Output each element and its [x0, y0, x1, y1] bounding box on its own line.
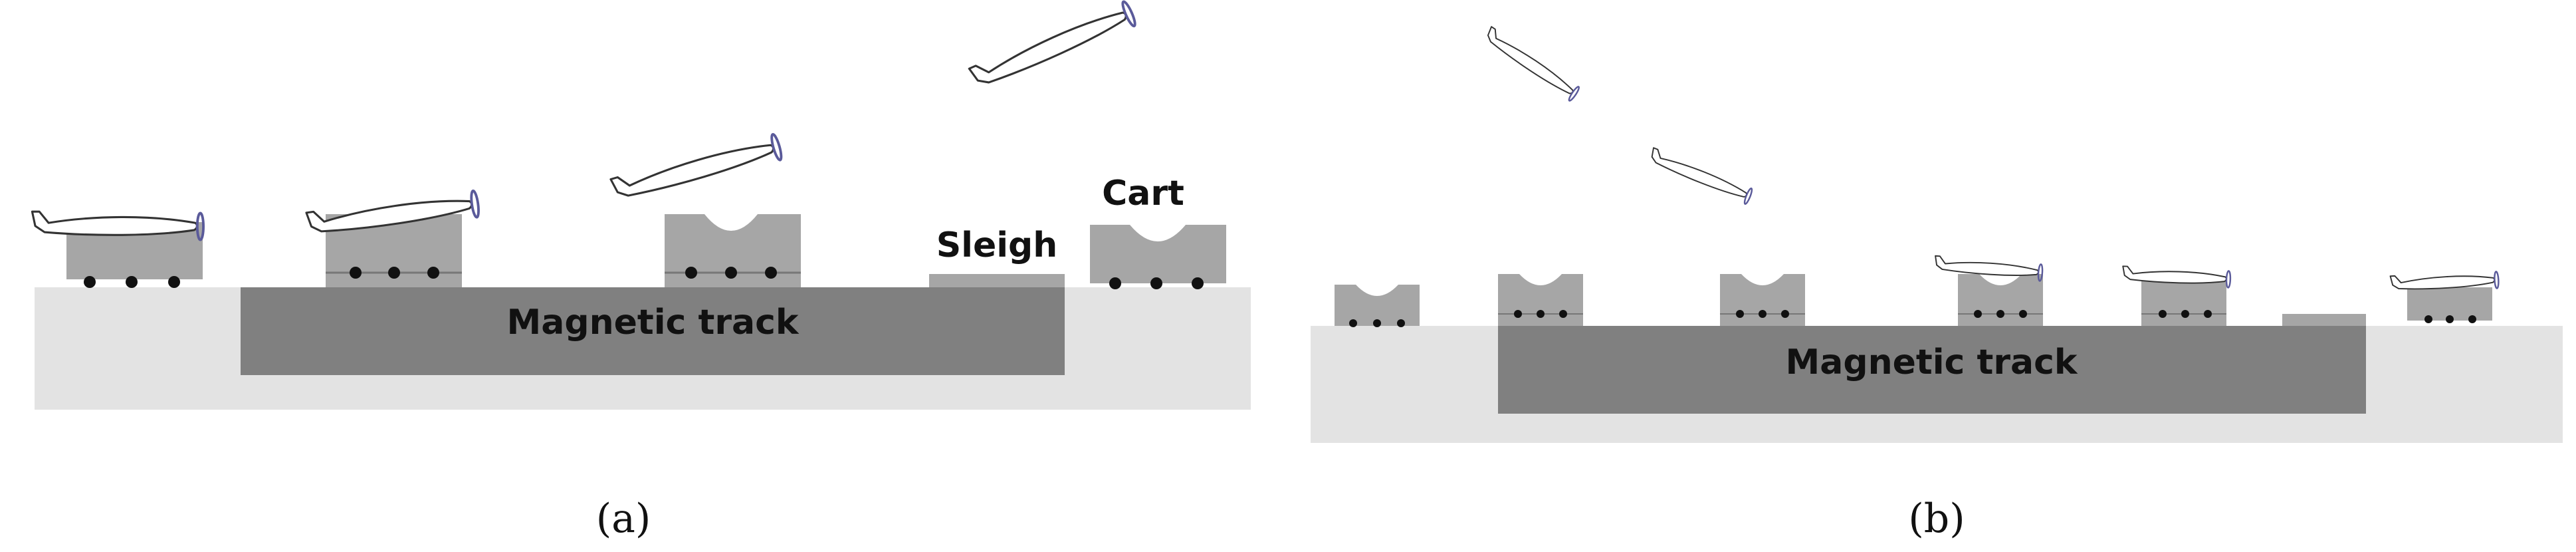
cart — [1090, 225, 1226, 289]
magnetic-track-label: Magnetic track — [507, 303, 800, 343]
magnetic-track — [1498, 326, 2366, 414]
cart-with-aircraft — [32, 211, 203, 288]
magnetic-track — [241, 287, 1065, 375]
cart — [611, 132, 801, 287]
magnetic-track-label: Magnetic track — [1786, 343, 2078, 382]
cart-with-aircraft — [306, 189, 480, 287]
sleigh — [929, 274, 1065, 287]
aircraft-descending — [1480, 25, 1582, 103]
cart-with-aircraft — [2121, 265, 2232, 326]
cart — [1720, 274, 1805, 326]
sleigh-label: Sleigh — [936, 225, 1058, 265]
panel-a: Magnetic track — [32, 0, 1251, 542]
aircraft — [611, 132, 783, 207]
cart-label: Cart — [1102, 174, 1184, 213]
panel-b: Magnetic track — [1311, 25, 2563, 542]
cart-with-aircraft — [1933, 255, 2044, 326]
panel-caption: (b) — [1908, 495, 1965, 542]
cart-with-aircraft — [2389, 269, 2500, 323]
aircraft-airborne — [969, 0, 1137, 94]
aircraft-descending — [1646, 146, 1755, 206]
cart — [1498, 274, 1583, 326]
cart — [1335, 285, 1420, 327]
panel-caption: (a) — [596, 495, 651, 542]
sleigh — [2282, 314, 2366, 326]
